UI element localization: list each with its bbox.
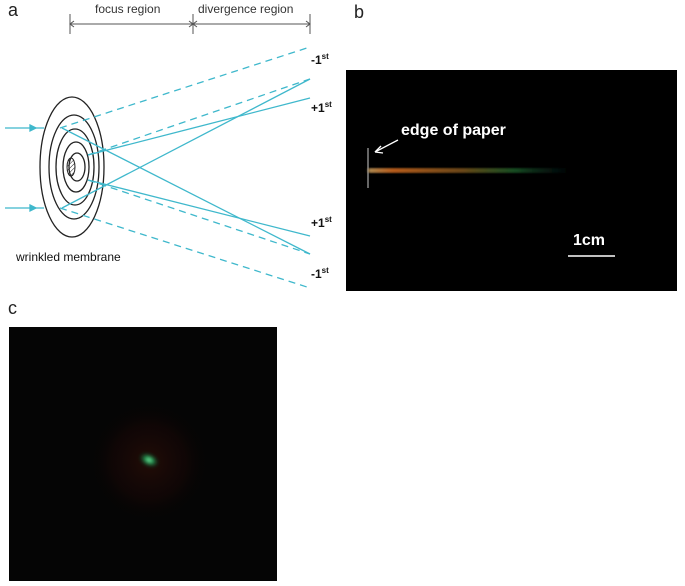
divergence-region-label: divergence region (198, 2, 294, 16)
green-focus-spot (138, 452, 160, 468)
diagram-a (5, 14, 311, 289)
edge-of-paper-label: edge of paper (401, 122, 506, 139)
incoming-beams (5, 123, 44, 213)
order-minus-first-top: -1st (311, 52, 329, 67)
diffracted-beams (59, 46, 311, 289)
membrane-label: wrinkled membrane (16, 250, 121, 264)
order-minus-first-bottom: -1st (311, 266, 329, 281)
photo-b: edge of paper 1cm (346, 70, 677, 291)
light-streak (368, 168, 578, 173)
region-dimension-bar (69, 14, 311, 34)
order-plus-first-bottom: +1st (311, 215, 332, 230)
order-plus-first-top: +1st (311, 100, 332, 115)
scale-bar-label: 1cm (573, 232, 606, 249)
panel-a-letter: a (8, 0, 19, 20)
focus-region-label: focus region (95, 2, 161, 16)
edge-arrow (374, 139, 399, 153)
membrane-center (66, 157, 76, 177)
panel-c-letter: c (8, 298, 17, 318)
panel-b-letter: b (354, 2, 365, 22)
photo-c (9, 327, 277, 581)
